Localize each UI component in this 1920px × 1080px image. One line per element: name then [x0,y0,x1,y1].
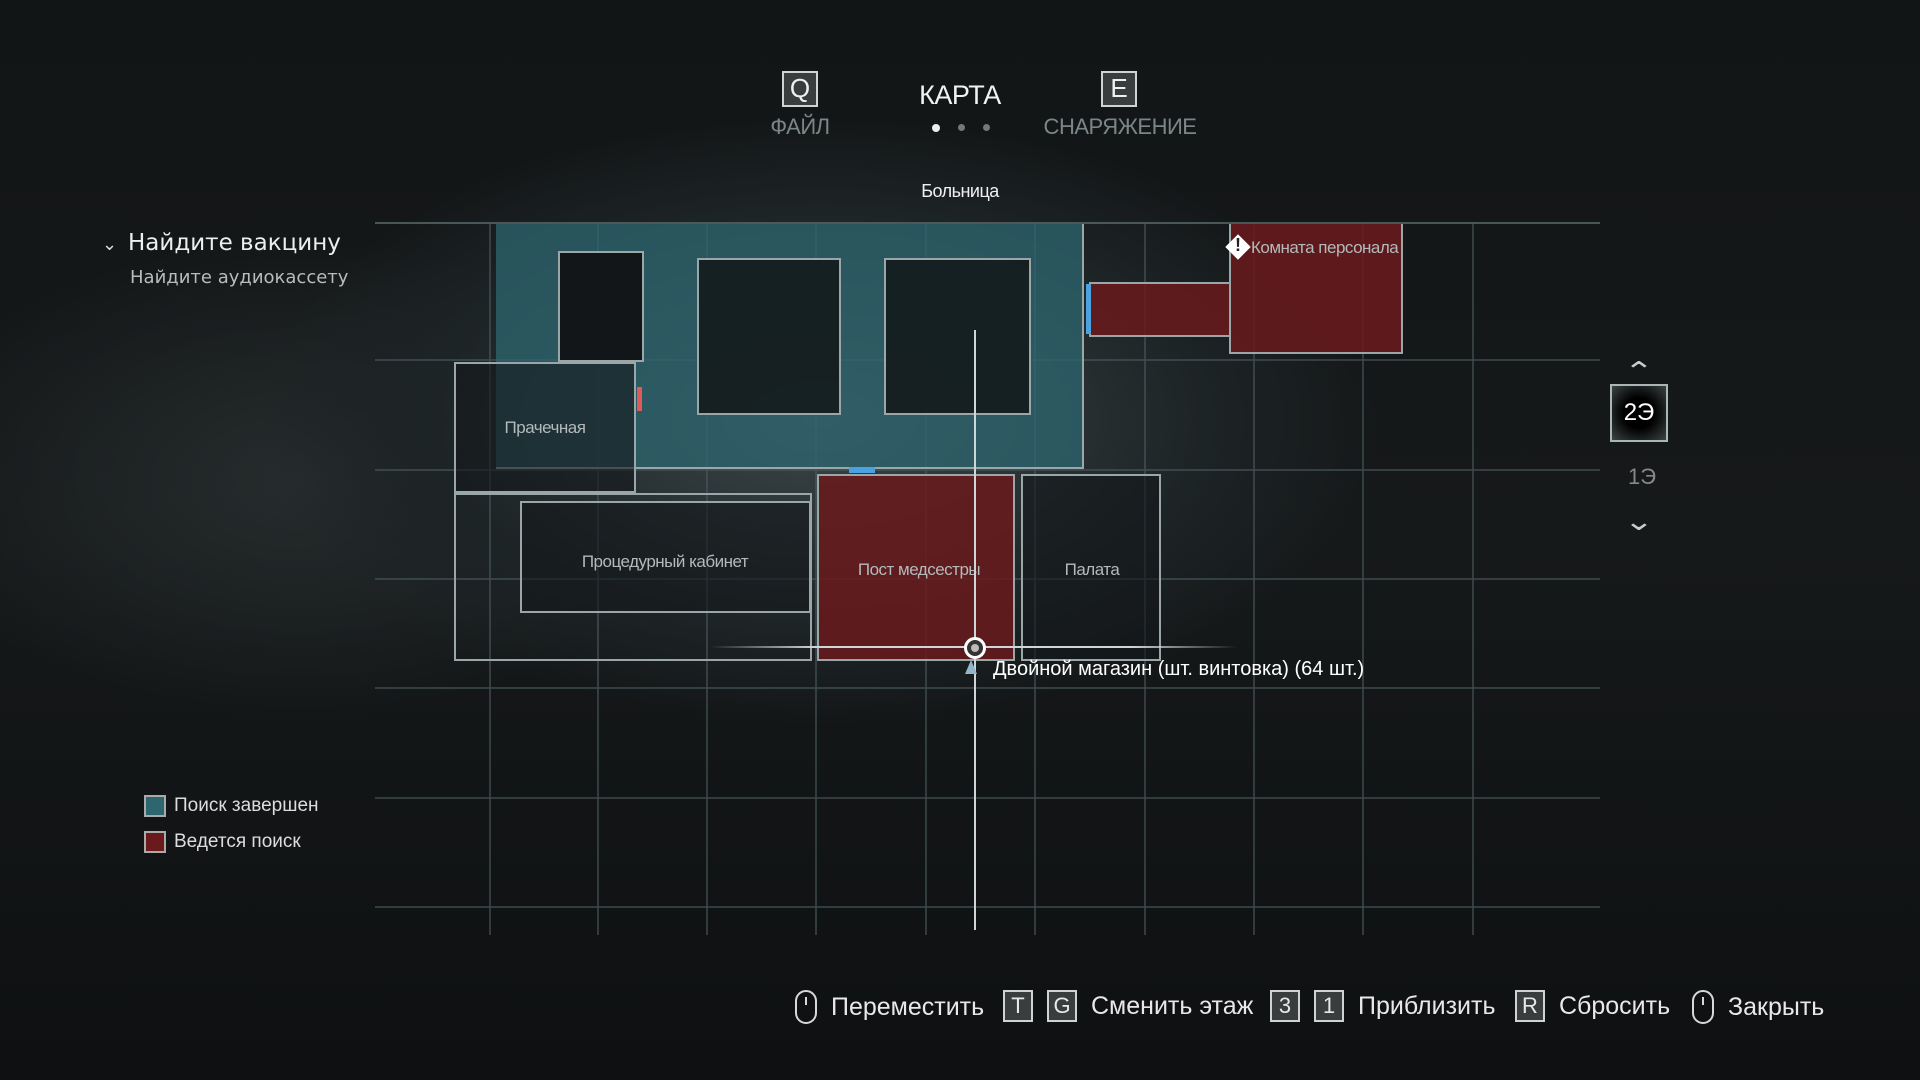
warning-icon-glyph: ! [1235,235,1241,255]
hint-label: Приблизить [1358,991,1496,1020]
cursor-icon[interactable] [964,637,986,659]
hint-label: Закрыть [1728,992,1825,1021]
floor-current[interactable]: 2Э [1610,384,1668,442]
tab-file[interactable]: ФАЙЛ [770,114,830,139]
page-dots [932,124,990,132]
hint-move[interactable]: Переместить [795,990,984,1024]
door-locked [637,387,642,411]
page-dot-active [932,124,940,132]
floor-down-icon[interactable]: ⌄ [1623,506,1655,536]
room-laundry-label: Прачечная [504,418,586,437]
key-g: G [1047,990,1077,1022]
room-staff [1229,224,1403,354]
legend-swatch [144,831,166,853]
legend-label: Ведется поиск [174,831,301,852]
corridor-in-progress [1089,282,1231,337]
area-name: Больница [921,181,999,201]
door-unlocked [849,467,875,473]
hint-label: Переместить [831,992,985,1021]
mouse-icon [1692,990,1714,1024]
page-dot [983,124,990,131]
room-procedure [520,501,811,613]
tab-inventory[interactable]: СНАРЯЖЕНИЕ [1043,114,1197,139]
legend-searched: Поиск завершен [144,795,319,817]
crosshair-vertical [974,330,976,930]
key-r: R [1515,990,1545,1022]
map[interactable]: Прачечная Процедурный кабинет Пост медсе… [375,222,1600,935]
room-unnamed [697,258,841,415]
item-label: Двойной магазин (шт. винтовка) (64 шт.) [993,658,1365,680]
room-nurse-label: Пост медсестры [857,560,981,579]
legend-label: Поиск завершен [174,795,319,816]
tab-file-key[interactable]: Q [782,71,818,107]
room-procedure-label: Процедурный кабинет [581,552,749,571]
tab-map[interactable]: КАРТА [919,80,1001,110]
chevron-down-icon[interactable]: ⌄ [102,234,118,254]
key-3: 3 [1270,990,1300,1022]
room-laundry [454,362,636,493]
room-ward [1021,474,1161,661]
floor-up-icon[interactable]: ⌃ [1623,356,1655,386]
mouse-icon [795,990,817,1024]
room-unnamed [558,251,644,362]
floor-other[interactable]: 1Э [1628,464,1657,489]
key-1: 1 [1314,990,1344,1022]
key-t: T [1003,990,1033,1022]
objective-sub: Найдите аудиокассету [130,267,349,288]
door-unlocked [1086,284,1091,334]
room-procedure-outer [454,493,812,661]
room-staff-label: Комната персонала [1251,238,1399,257]
room-ward-label: Палата [1064,560,1120,579]
objective-main: Найдите вакцину [128,230,341,256]
tab-inventory-key[interactable]: E [1101,71,1137,107]
hint-reset[interactable]: R Сбросить [1515,990,1670,1022]
hint-label: Сбросить [1559,991,1671,1020]
hint-label: Сменить этаж [1091,991,1254,1020]
room-unnamed [884,258,1031,415]
legend-in-progress: Ведется поиск [144,831,301,853]
hint-close[interactable]: Закрыть [1692,990,1824,1024]
page-dot [958,124,965,131]
room-nurse-station [817,474,1015,661]
legend-swatch [144,795,166,817]
